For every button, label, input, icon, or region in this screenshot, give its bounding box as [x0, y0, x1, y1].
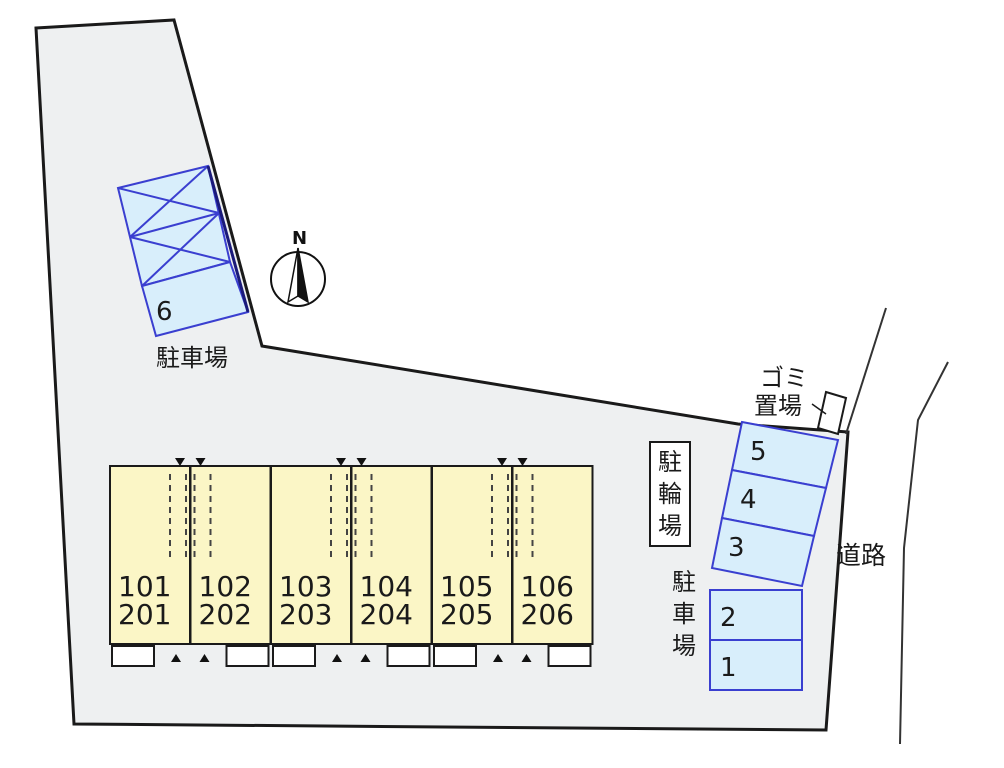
- window-marker-icon: [171, 654, 181, 662]
- parking-area-west: 6: [116, 164, 250, 338]
- unit-number-lower: 104: [360, 570, 413, 603]
- parking-space-1-number: 1: [720, 653, 737, 683]
- entrance-arrow-icon: [497, 458, 507, 466]
- parking-space-1: [709, 639, 803, 691]
- unit-number-upper: 205: [440, 598, 493, 631]
- entry-passage: [330, 474, 348, 562]
- unit-number-lower: 102: [199, 570, 252, 603]
- unit-number-lower: 101: [118, 570, 171, 603]
- window-marker-icon: [521, 654, 532, 662]
- window-marker-icon: [332, 654, 342, 662]
- balcony: [272, 645, 316, 667]
- parking-space-2: [709, 589, 803, 641]
- balcony: [111, 645, 155, 667]
- balcony: [225, 645, 270, 667]
- balcony: [547, 645, 592, 667]
- window-marker-icon: [493, 654, 503, 662]
- garbage-box-icon: [816, 390, 848, 436]
- entrance-arrow-icon: [517, 458, 528, 466]
- parking-space-3-number: 3: [728, 533, 745, 563]
- garbage-label-line-1: ゴミ: [760, 364, 808, 392]
- entry-passage: [169, 474, 187, 562]
- unit-block: [350, 465, 433, 645]
- unit-number-upper: 206: [521, 598, 574, 631]
- garbage-label-line-2: 置場: [754, 392, 802, 420]
- entrance-arrow-icon: [356, 458, 367, 466]
- unit-number-upper: 201: [118, 598, 171, 631]
- bicycle-parking-char-1: 駐: [658, 448, 682, 476]
- parking-area-east-lower: 2 1: [709, 589, 803, 691]
- unit-number-lower: 106: [521, 570, 574, 603]
- entrance-arrow-icon: [175, 458, 185, 466]
- bicycle-parking-char-2: 輪: [658, 480, 682, 508]
- entry-passage: [491, 474, 509, 562]
- compass-north-label: N: [292, 228, 307, 249]
- unit-block: [270, 465, 352, 645]
- entry-passage: [354, 474, 373, 562]
- unit-number-upper: 203: [279, 598, 332, 631]
- entrance-arrow-icon: [195, 458, 206, 466]
- window-marker-icon: [360, 654, 371, 662]
- unit-number-lower: 105: [440, 570, 493, 603]
- balcony: [386, 645, 431, 667]
- parking-east-char-3: 場: [672, 632, 696, 660]
- entrance-arrow-icon: [336, 458, 346, 466]
- unit-number-upper: 202: [199, 598, 252, 631]
- parking-space-6-number: 6: [156, 297, 173, 327]
- road-edge-right: [899, 361, 949, 745]
- parking-east-char-1: 駐: [672, 568, 696, 596]
- unit-block: [109, 465, 191, 645]
- garbage-station: ゴミ 置場: [754, 364, 848, 436]
- bicycle-parking-char-3: 場: [658, 512, 682, 540]
- unit-number-lower: 103: [279, 570, 332, 603]
- parking-space-3: [710, 516, 816, 588]
- road-label: 道路: [836, 541, 886, 570]
- window-marker-icon: [199, 654, 210, 662]
- north-compass-icon: N: [270, 228, 326, 307]
- entry-passage: [193, 474, 212, 562]
- parking-east-char-2: 車: [672, 600, 696, 628]
- unit-number-upper: 204: [360, 598, 413, 631]
- entry-passage: [515, 474, 534, 562]
- bicycle-parking: 駐 輪 場: [649, 441, 691, 547]
- road-edge-left: [845, 307, 887, 435]
- parking-west-label: 駐車場: [156, 344, 228, 372]
- parking-space-4-number: 4: [740, 485, 757, 515]
- unit-block: [431, 465, 513, 645]
- balcony: [433, 645, 477, 667]
- unit-block: [511, 465, 594, 645]
- parking-space-5-number: 5: [750, 437, 767, 467]
- parking-space-2-number: 2: [720, 603, 737, 633]
- parking-area-east-upper: 5 4 3: [710, 420, 840, 588]
